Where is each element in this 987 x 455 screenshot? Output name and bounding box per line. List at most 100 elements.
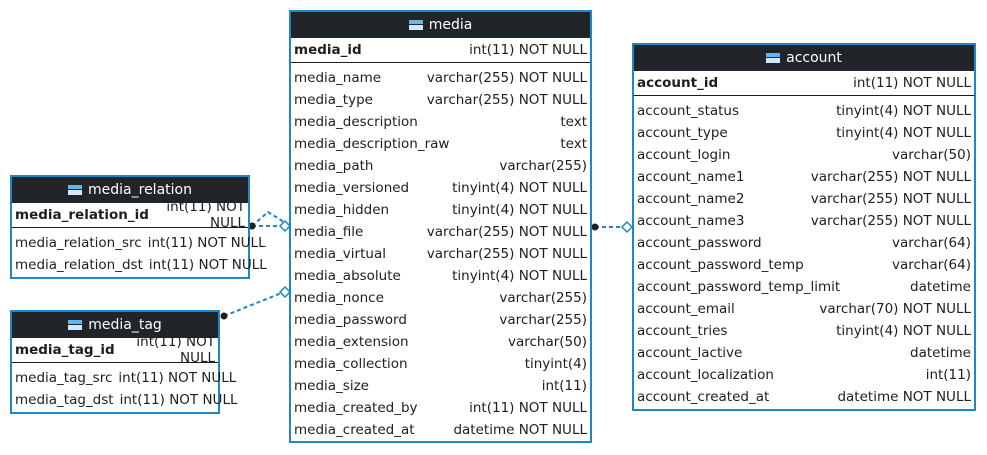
column-name: account_password_temp_limit bbox=[637, 279, 841, 295]
table-icon bbox=[766, 53, 781, 63]
column-name: media_absolute bbox=[294, 268, 401, 284]
table-account[interactable]: account account_id int(11) NOT NULL acco… bbox=[632, 43, 976, 411]
column-name: account_email bbox=[637, 301, 735, 317]
table-media-relation[interactable]: media_relation media_relation_id int(11)… bbox=[10, 175, 267, 279]
column-type: varchar(64) bbox=[891, 235, 971, 251]
column-type: datetime bbox=[910, 345, 971, 361]
column-row[interactable]: media_extension varchar(50) bbox=[291, 331, 590, 353]
link-media-tag-media bbox=[223, 291, 285, 317]
table-header: media_tag bbox=[12, 312, 218, 338]
column-name: media_extension bbox=[294, 334, 409, 350]
column-type: varchar(50) bbox=[507, 334, 587, 350]
column-name: account_name3 bbox=[637, 213, 745, 229]
table-title: media bbox=[428, 17, 473, 33]
column-name: media_relation_src bbox=[15, 235, 142, 251]
column-type: varchar(70) NOT NULL bbox=[819, 301, 971, 317]
column-type: datetime bbox=[910, 279, 971, 295]
link-source-dot bbox=[220, 312, 228, 320]
column-name: account_tries bbox=[637, 323, 728, 339]
table-media[interactable]: media media_id int(11) NOT NULL media_na… bbox=[289, 10, 592, 443]
primary-key-row[interactable]: media_id int(11) NOT NULL bbox=[291, 38, 590, 63]
column-row[interactable]: account_password_temp_limit datetime bbox=[634, 276, 974, 298]
column-name: media_id bbox=[294, 42, 362, 58]
column-name: media_nonce bbox=[294, 290, 384, 306]
column-name: media_created_at bbox=[294, 422, 415, 438]
column-type: int(11) NOT NULL bbox=[469, 42, 587, 58]
column-type: int(11) NOT NULL bbox=[853, 75, 971, 91]
link-source-dot bbox=[591, 223, 599, 231]
table-header: account bbox=[634, 45, 974, 71]
column-type: int(11) NOT NULL bbox=[136, 334, 215, 366]
column-type: tinyint(4) bbox=[524, 356, 587, 372]
column-type: tinyint(4) NOT NULL bbox=[452, 180, 587, 196]
primary-key-row[interactable]: media_tag_id int(11) NOT NULL bbox=[12, 334, 218, 366]
column-name: media_file bbox=[294, 224, 364, 240]
column-name: media_versioned bbox=[294, 180, 410, 196]
link-source-dot bbox=[248, 222, 256, 230]
column-type: int(11) NOT NULL bbox=[119, 392, 238, 408]
column-row[interactable]: media_tag_dst int(11) NOT NULL bbox=[12, 389, 237, 411]
column-type: varchar(50) bbox=[891, 147, 971, 163]
column-name: media_tag_id bbox=[15, 342, 115, 358]
column-row[interactable]: media_nonce varchar(255) bbox=[291, 287, 590, 309]
primary-key-row[interactable]: media_relation_id int(11) NOT NULL bbox=[12, 199, 248, 231]
table-header: media_relation bbox=[12, 177, 248, 203]
column-row[interactable]: media_versioned tinyint(4) NOT NULL bbox=[291, 177, 590, 199]
table-icon bbox=[408, 20, 423, 30]
table-icon bbox=[68, 320, 83, 330]
column-type: tinyint(4) NOT NULL bbox=[836, 103, 971, 119]
column-row[interactable]: media_absolute tinyint(4) NOT NULL bbox=[291, 265, 590, 287]
column-row[interactable]: media_type varchar(255) NOT NULL bbox=[291, 89, 590, 111]
column-type: tinyint(4) NOT NULL bbox=[452, 202, 587, 218]
table-media-tag[interactable]: media_tag media_tag_id int(11) NOT NULL … bbox=[10, 310, 237, 414]
column-row[interactable]: media_path varchar(255) bbox=[291, 155, 590, 177]
column-type: varchar(255) bbox=[499, 290, 587, 306]
column-name: media_path bbox=[294, 158, 374, 174]
column-type: varchar(255) bbox=[499, 158, 587, 174]
column-type: int(11) NOT NULL bbox=[148, 257, 267, 273]
column-row[interactable]: account_tries tinyint(4) NOT NULL bbox=[634, 320, 974, 342]
column-type: varchar(255) NOT NULL bbox=[426, 92, 587, 108]
column-type: tinyint(4) NOT NULL bbox=[836, 323, 971, 339]
column-name: media_password bbox=[294, 312, 407, 328]
column-name: media_type bbox=[294, 92, 373, 108]
column-name: media_tag_dst bbox=[15, 392, 114, 408]
column-name: account_type bbox=[637, 125, 728, 141]
table-icon bbox=[68, 185, 83, 195]
column-name: media_description bbox=[294, 114, 418, 130]
column-type: int(11) NOT NULL bbox=[118, 370, 237, 386]
column-row[interactable]: account_email varchar(70) NOT NULL bbox=[634, 298, 974, 320]
column-type: int(11) NOT NULL bbox=[469, 400, 587, 416]
primary-key-row[interactable]: account_id int(11) NOT NULL bbox=[634, 71, 974, 96]
column-type: tinyint(4) NOT NULL bbox=[452, 268, 587, 284]
